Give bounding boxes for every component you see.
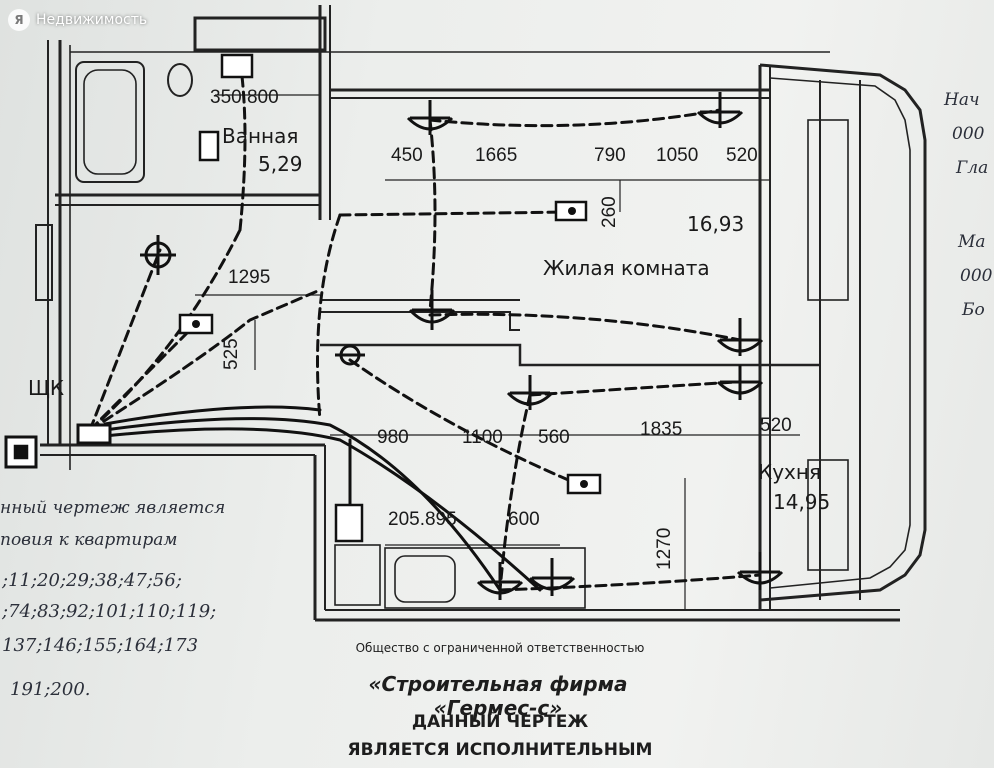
margin-text-1: Нач <box>944 90 980 110</box>
lamp-kitchen-3 <box>476 562 524 600</box>
stamp-line-1: ДАННЫЙ ЧЕРТЕЖ <box>411 712 589 732</box>
watermark: Я Недвижимость <box>8 9 147 31</box>
panel-label: ЩК <box>28 376 65 400</box>
wire-kitchen-bottom <box>498 573 762 592</box>
shaft-block <box>193 16 327 52</box>
balcony-outline-inner <box>769 77 911 589</box>
wire-panel-corridor <box>88 288 322 432</box>
lamp-kitchen-2 <box>716 365 764 400</box>
socket-kitchen-dot <box>580 480 588 488</box>
dim-1665: 1665 <box>475 145 518 166</box>
note-line-2: повия к квартирам <box>0 530 178 550</box>
margin-text-2: 000 <box>952 124 985 144</box>
kitchen-sink <box>394 555 456 603</box>
partition-mid-inner <box>320 311 520 331</box>
socket-living-dot <box>568 207 576 215</box>
bathtub-inner <box>83 69 137 175</box>
lamp-living-1 <box>406 100 454 135</box>
socket-bath <box>198 130 220 162</box>
room-living-name: Жилая комната <box>543 256 710 280</box>
margin-text-4: Ма <box>958 232 986 252</box>
dim-1050: 1050 <box>656 145 699 166</box>
partition-mid <box>320 343 820 367</box>
dim-1835: 1835 <box>640 419 683 440</box>
stamp-org: Общество с ограниченной ответственностью <box>355 641 645 655</box>
socket-shaft <box>220 53 254 79</box>
wire-bundle-3 <box>103 405 322 426</box>
lamp-kitchen-4 <box>528 558 576 596</box>
wire-panel-bath <box>88 228 242 432</box>
margin-text-3: Гла <box>956 158 989 178</box>
wire-kitchen-socket <box>348 358 582 487</box>
socket-kitchen-wall <box>334 503 364 543</box>
wire-living-lower <box>428 312 742 342</box>
dim-1270: 1270 <box>654 527 675 570</box>
dim-560: 560 <box>538 427 570 448</box>
kitchen-counter <box>384 547 586 609</box>
lamp-kitchen-1 <box>506 375 554 410</box>
lamp-bath <box>335 344 365 366</box>
wire-bundle-1 <box>103 417 502 592</box>
wire-bundle-2 <box>103 427 542 592</box>
note-line-5: 137;146;155;164;173 <box>2 635 199 656</box>
watermark-text: Недвижимость <box>36 12 148 28</box>
note-line-4: ;74;83;92;101;110;119; <box>2 601 217 622</box>
lamp-living-2 <box>696 92 744 128</box>
dim-205-895: 205.895 <box>388 509 457 530</box>
wire-riser <box>316 213 342 422</box>
dim-1295: 1295 <box>228 267 271 288</box>
margin-text-5: 000 <box>960 266 993 286</box>
stamp-line-2: ЯВЛЯЕТСЯ ИСПОЛНИТЕЛЬНЫМ <box>347 740 653 760</box>
lamp-living-3 <box>408 290 456 330</box>
socket-corridor-dot <box>192 320 200 328</box>
lamp-kitchen-5 <box>736 552 784 590</box>
wire-living-ceiling <box>428 108 722 128</box>
dim-520-mid: 520 <box>760 415 792 436</box>
bathtub <box>75 61 145 183</box>
balcony-window-2 <box>807 459 849 571</box>
note-line-6: 191;200. <box>10 679 91 700</box>
wire-panel-lamp <box>88 248 162 432</box>
dim-600: 600 <box>508 509 540 530</box>
dim-790: 790 <box>594 145 626 166</box>
note-line-1: нный чертеж является <box>0 498 226 518</box>
dim-520-top: 520 <box>726 145 758 166</box>
kitchen-cabinet <box>334 544 381 606</box>
toilet <box>167 63 193 97</box>
room-kitchen-name: Кухня <box>758 460 821 484</box>
balcony-outline <box>759 63 927 602</box>
room-bathroom-area: 5,29 <box>258 152 303 176</box>
wire-kitchen-drop <box>498 393 532 592</box>
meter-box-inner <box>13 444 29 460</box>
dim-260: 260 <box>599 196 620 228</box>
wire-living-drop <box>428 118 437 312</box>
dim-1100: 1100 <box>462 427 503 448</box>
margin-text-6: Бо <box>962 300 985 320</box>
room-kitchen-area: 14,95 <box>773 490 831 514</box>
dim-525: 525 <box>221 338 242 370</box>
wire-panel-socket <box>88 323 197 432</box>
balcony-window-1 <box>807 119 849 301</box>
stamp-company: «Строительная фирма «Гермес-с» <box>368 672 628 720</box>
watermark-logo: Я <box>8 9 30 31</box>
dim-980: 980 <box>377 427 409 448</box>
wire-kitchen-top <box>528 380 737 397</box>
dim-450: 450 <box>391 145 423 166</box>
dim-bath-top: 350.800 <box>210 87 279 108</box>
note-line-3: ;11;20;29;38;47;56; <box>2 570 182 591</box>
wire-socket-living <box>338 210 572 217</box>
room-living-area: 16,93 <box>687 212 745 236</box>
room-bathroom-name: Ванная <box>222 124 299 148</box>
lamp-corridor <box>140 235 176 275</box>
lamp-living-4 <box>716 318 764 356</box>
electrical-panel <box>76 423 112 445</box>
left-window <box>35 224 53 301</box>
